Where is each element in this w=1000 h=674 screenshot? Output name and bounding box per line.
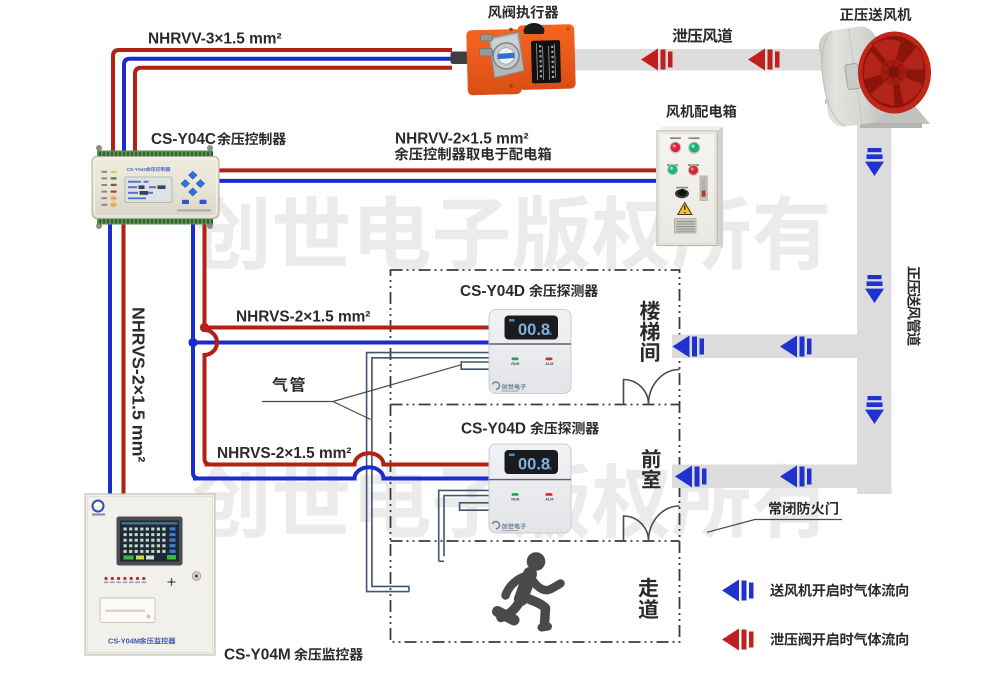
svg-text:NHRVS-2×1.5 mm²: NHRVS-2×1.5 mm² bbox=[236, 309, 370, 326]
svg-text:NHRVV-2×1.5 mm²: NHRVV-2×1.5 mm² bbox=[395, 131, 529, 148]
svg-text:ALM: ALM bbox=[545, 362, 553, 366]
svg-text:Pa: Pa bbox=[547, 466, 553, 471]
svg-text:NHRVV-3×1.5 mm²: NHRVV-3×1.5 mm² bbox=[148, 31, 282, 48]
svg-text:ALM: ALM bbox=[545, 498, 553, 502]
svg-text:CS-Y04M: CS-Y04M bbox=[108, 636, 140, 645]
svg-text:CS-Y04D: CS-Y04D bbox=[461, 420, 526, 437]
svg-text:CS-Y04D: CS-Y04D bbox=[460, 283, 525, 300]
svg-text:CS-Y04M: CS-Y04M bbox=[224, 647, 291, 664]
svg-text:RUN: RUN bbox=[511, 498, 519, 502]
svg-text:00.8: 00.8 bbox=[518, 455, 550, 473]
svg-text:NHRVS-2×1.5 mm²: NHRVS-2×1.5 mm² bbox=[217, 445, 351, 462]
svg-text:00.8: 00.8 bbox=[518, 321, 550, 339]
svg-text:Pa: Pa bbox=[547, 331, 553, 336]
svg-text:NHRVS-2×1.5 mm²: NHRVS-2×1.5 mm² bbox=[129, 307, 149, 462]
svg-text:CS-Y04C: CS-Y04C bbox=[151, 131, 216, 148]
svg-text:RUN: RUN bbox=[511, 362, 519, 366]
svg-text:CS-Y04C: CS-Y04C bbox=[127, 167, 148, 173]
